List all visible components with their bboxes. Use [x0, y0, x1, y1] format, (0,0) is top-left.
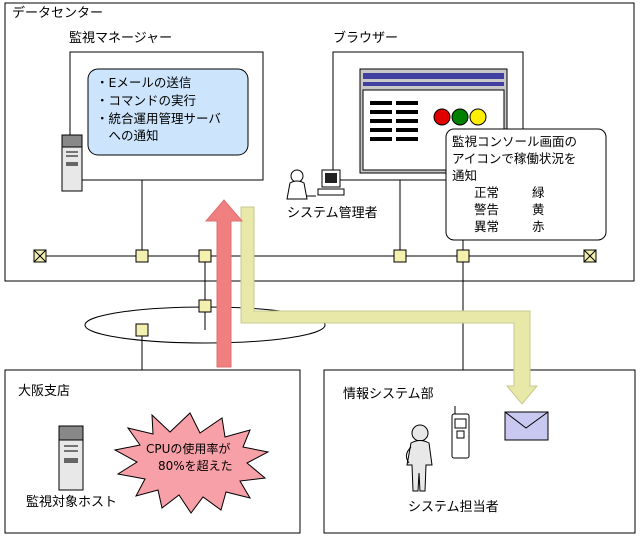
- bus-terminator-right-icon: [583, 249, 597, 263]
- manager-title: 監視マネージャー: [69, 31, 173, 46]
- alert-line: CPUの使用率が: [146, 442, 231, 456]
- admin-person-icon: [286, 169, 345, 200]
- status-note-line: 通知: [452, 168, 478, 183]
- manager-action-panel: [87, 68, 249, 156]
- status-lamp-green: [451, 108, 469, 126]
- mobile-phone-icon: [451, 406, 470, 459]
- wan-node: [135, 323, 149, 337]
- wan-node: [198, 299, 212, 313]
- manager-action-integrated: ・統合運用管理サーバ: [96, 111, 221, 126]
- bus-node: [393, 249, 407, 263]
- legend-color-normal: 緑: [532, 185, 545, 200]
- status-note-bubble: [445, 128, 607, 241]
- notify-arrow: [240, 206, 539, 405]
- legend-color-error: 赤: [532, 219, 545, 234]
- info-dept-title: 情報システム部: [343, 387, 434, 402]
- browser-window-icon: [359, 68, 508, 174]
- manager-action-command: ・コマンドの実行: [96, 93, 197, 108]
- status-note-line: アイコンで稼働状況を: [452, 151, 577, 166]
- staff-label: システム担当者: [408, 500, 499, 515]
- legend-state-warning: 警告: [474, 202, 500, 217]
- admin-label: システム管理者: [287, 206, 378, 221]
- staff-person-icon: [405, 424, 433, 492]
- monitored-host-icon: [58, 425, 84, 491]
- datacenter-title: データセンター: [12, 6, 104, 21]
- status-lamp-yellow: [469, 108, 487, 126]
- alert-starburst: [113, 412, 270, 514]
- legend-state-error: 異常: [474, 219, 500, 234]
- email-envelope-icon: [504, 411, 549, 441]
- alert-arrow: [204, 199, 244, 368]
- manager-action-notify: への通知: [96, 128, 159, 143]
- legend-color-warning: 黄: [532, 202, 545, 217]
- status-note-line: 監視コンソール画面の: [452, 134, 578, 149]
- osaka-title: 大阪支店: [18, 384, 71, 399]
- bus-node: [456, 249, 470, 263]
- bus-node: [135, 249, 149, 263]
- manager-action-email: ・Eメールの送信: [96, 75, 192, 90]
- host-label: 監視対象ホスト: [26, 495, 118, 510]
- bus-terminator-left-icon: [33, 249, 47, 263]
- manager-server-icon: [61, 134, 83, 192]
- browser-title: ブラウザー: [333, 31, 399, 46]
- legend-state-normal: 正常: [474, 185, 500, 200]
- bus-node: [198, 249, 212, 263]
- status-lamp-red: [433, 108, 451, 126]
- info-dept-box: [323, 369, 636, 534]
- alert-line: 80%を超えた: [158, 459, 233, 473]
